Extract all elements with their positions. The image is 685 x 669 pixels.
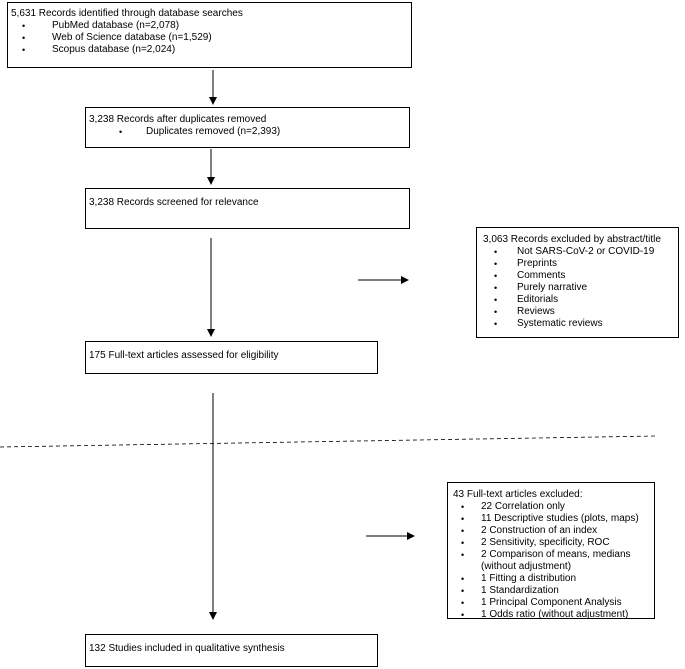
list-item: Duplicates removed (n=2,393) (119, 126, 409, 138)
list-item: 1 Fitting a distribution (461, 573, 654, 585)
identification-list: PubMed database (n=2,078) Web of Science… (11, 20, 411, 56)
excluded-abstract-box: 3,063 Records excluded by abstract/title… (476, 227, 679, 338)
fulltext-box: 175 Full-text articles assessed for elig… (85, 341, 378, 374)
excluded-fulltext-list: 22 Correlation only 11 Descriptive studi… (453, 501, 654, 621)
list-item: 2 Comparison of means, medians (without … (461, 549, 654, 573)
list-item: Reviews (494, 306, 678, 318)
fulltext-title: 175 Full-text articles assessed for elig… (89, 350, 279, 361)
dashed-divider (0, 435, 658, 448)
list-item: 1 Odds ratio (without adjustment) (461, 609, 654, 621)
list-item: Systematic reviews (494, 318, 678, 330)
list-item: Web of Science database (n=1,529) (22, 32, 411, 44)
identification-title: 5,631 Records identified through databas… (11, 8, 243, 19)
excluded-abstract-title: 3,063 Records excluded by abstract/title (483, 234, 661, 245)
list-item: Purely narrative (494, 282, 678, 294)
excluded-fulltext-box: 43 Full-text articles excluded: 22 Corre… (447, 482, 655, 621)
list-item: Comments (494, 270, 678, 282)
list-item: PubMed database (n=2,078) (22, 20, 411, 32)
included-box: 132 Studies included in qualitative synt… (85, 634, 378, 667)
included-title: 132 Studies included in qualitative synt… (89, 643, 285, 654)
excluded-fulltext-title: 43 Full-text articles excluded: (453, 489, 583, 500)
excluded-abstract-list: Not SARS-CoV-2 or COVID-19 Preprints Com… (483, 246, 678, 330)
list-item: 2 Sensitivity, specificity, ROC (461, 537, 654, 549)
duplicates-box: 3,238 Records after duplicates removed D… (85, 107, 410, 148)
identification-box: 5,631 Records identified through databas… (7, 2, 412, 68)
list-item: 2 Construction of an index (461, 525, 654, 537)
list-item: Preprints (494, 258, 678, 270)
list-item: Editorials (494, 294, 678, 306)
list-item: 22 Correlation only (461, 501, 654, 513)
list-item: Scopus database (n=2,024) (22, 44, 411, 56)
screened-title: 3,238 Records screened for relevance (89, 197, 259, 208)
screened-box: 3,238 Records screened for relevance (85, 188, 410, 229)
duplicates-title: 3,238 Records after duplicates removed (89, 114, 267, 125)
list-item: 1 Principal Component Analysis (461, 597, 654, 609)
list-item: 11 Descriptive studies (plots, maps) (461, 513, 654, 525)
duplicates-list: Duplicates removed (n=2,393) (89, 126, 409, 138)
list-item: Not SARS-CoV-2 or COVID-19 (494, 246, 678, 258)
list-item: 1 Standardization (461, 585, 654, 597)
